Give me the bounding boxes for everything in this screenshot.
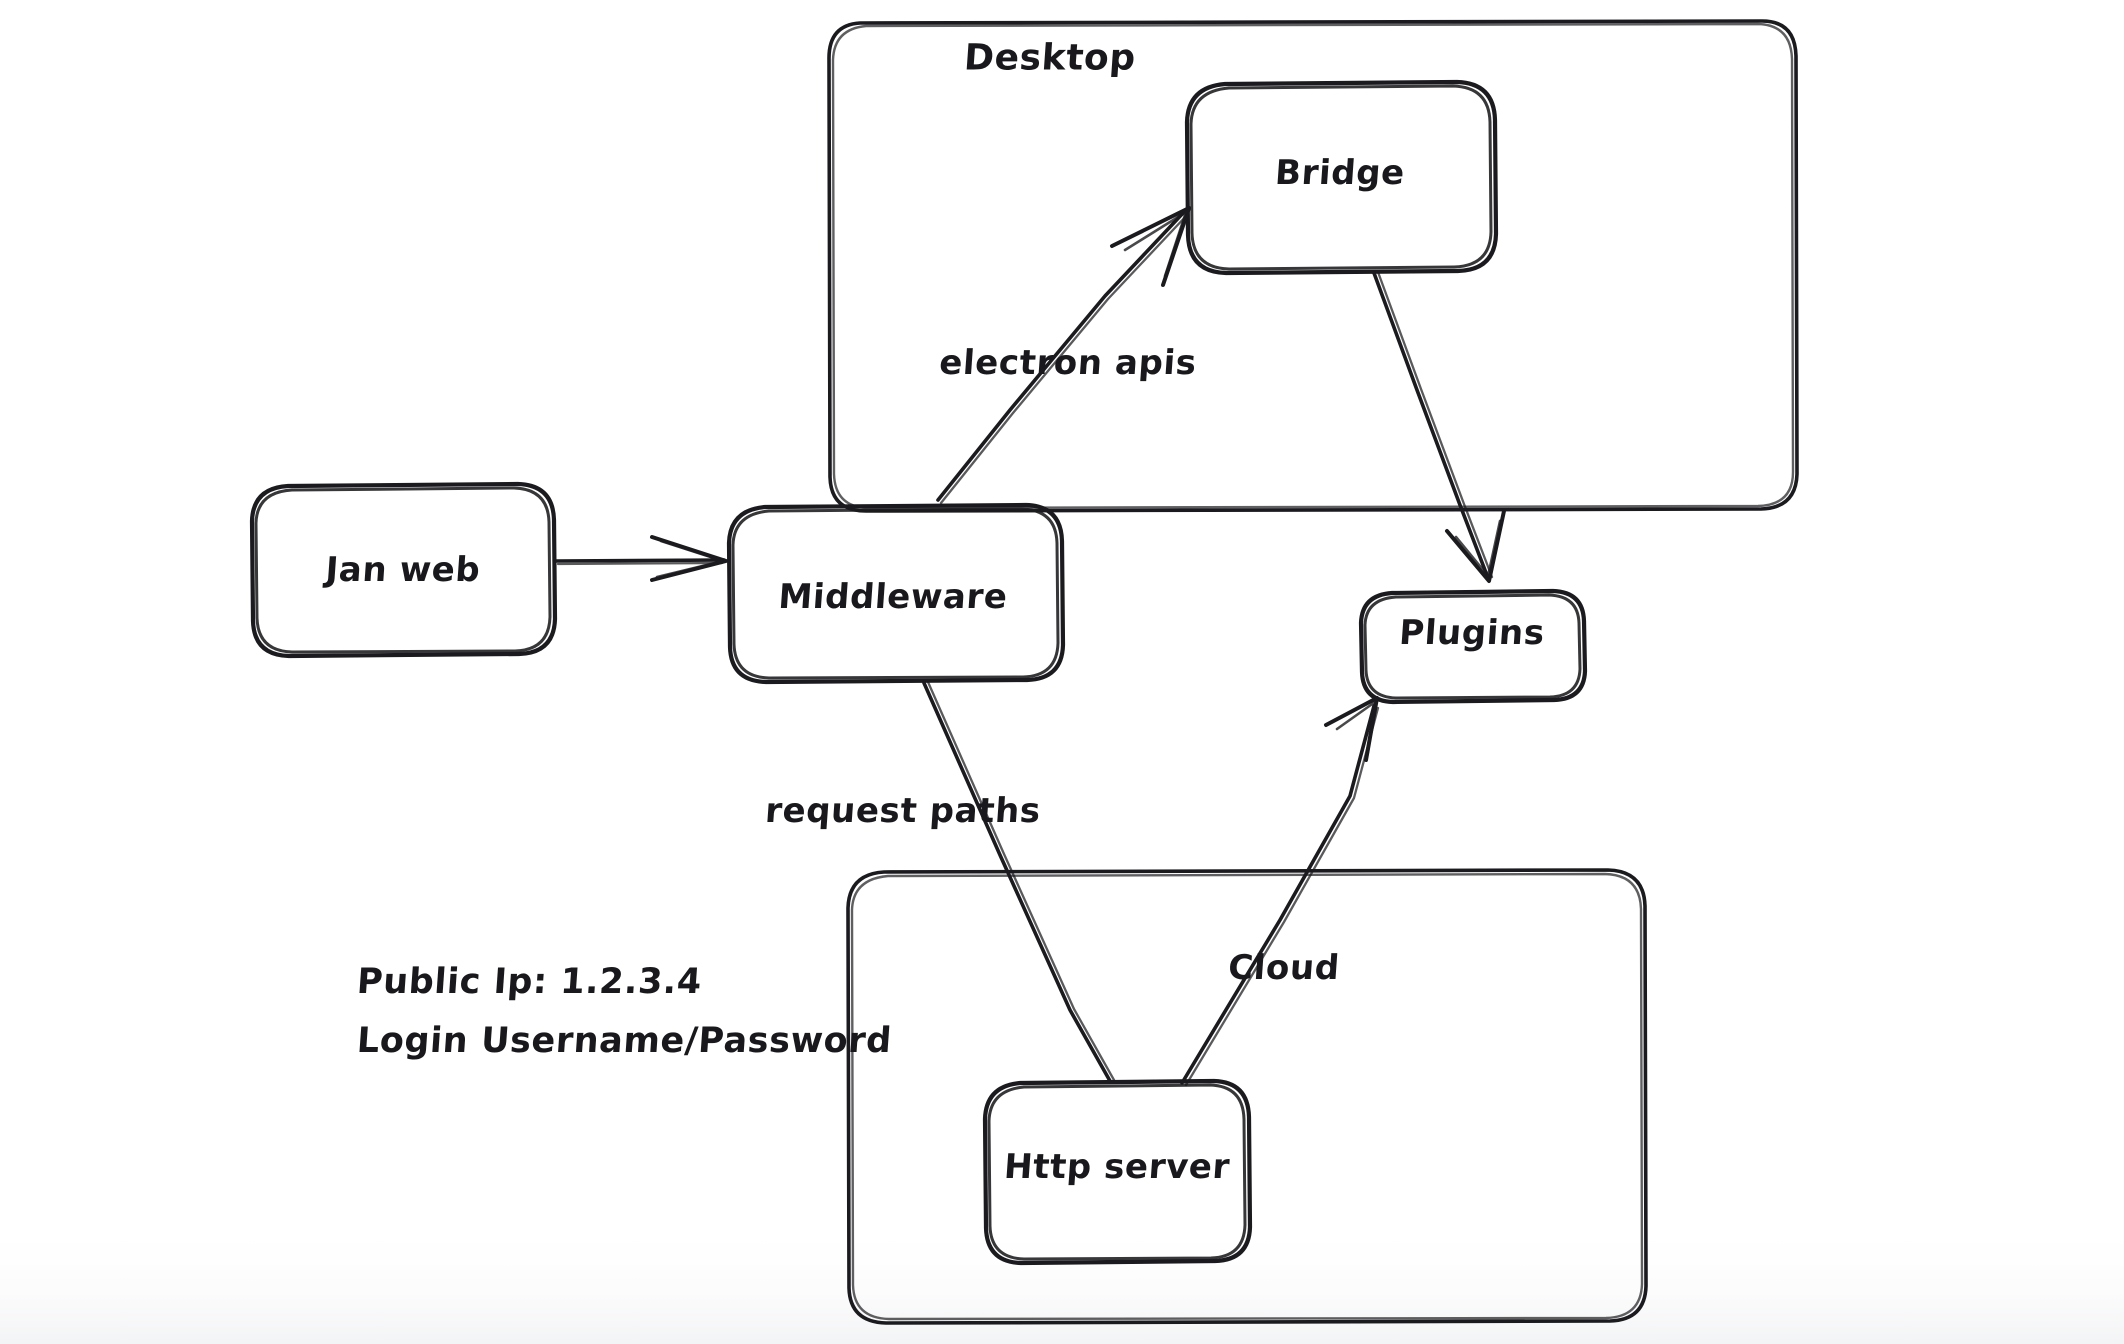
container-label-desktop: Desktop	[962, 37, 1138, 79]
node-jan-web-shape[interactable]	[249, 481, 558, 659]
edge-bridge-to-plugins	[1372, 270, 1506, 583]
container-label-cloud: Cloud	[1226, 948, 1342, 988]
node-label-middleware: Middleware	[777, 577, 1009, 617]
container-desktop-shape	[827, 19, 1799, 513]
node-http-server-shape[interactable]	[982, 1078, 1253, 1266]
edge-httpserver-to-plugins	[1180, 696, 1380, 1087]
node-label-bridge: Bridge	[1273, 153, 1407, 193]
node-bridge-shape[interactable]	[1184, 79, 1499, 276]
note-login-credentials: Login Username/Password	[355, 1021, 894, 1061]
note-public-ip: Public Ip: 1.2.3.4	[355, 962, 704, 1002]
edge-label-request-paths: request paths	[763, 791, 1043, 831]
edge-middleware-to-httpserver	[922, 680, 1116, 1083]
container-cloud-shape	[846, 868, 1648, 1325]
edge-label-electron-apis: electron apis	[937, 343, 1199, 383]
node-plugins-shape[interactable]	[1358, 588, 1588, 705]
edge-middleware-to-bridge	[936, 206, 1191, 505]
node-label-http-server: Http server	[1002, 1147, 1232, 1187]
node-label-jan-web: Jan web	[324, 550, 482, 590]
node-middleware-shape[interactable]	[726, 502, 1066, 685]
node-label-plugins: Plugins	[1397, 613, 1547, 653]
edge-janweb-to-middleware	[554, 535, 728, 582]
